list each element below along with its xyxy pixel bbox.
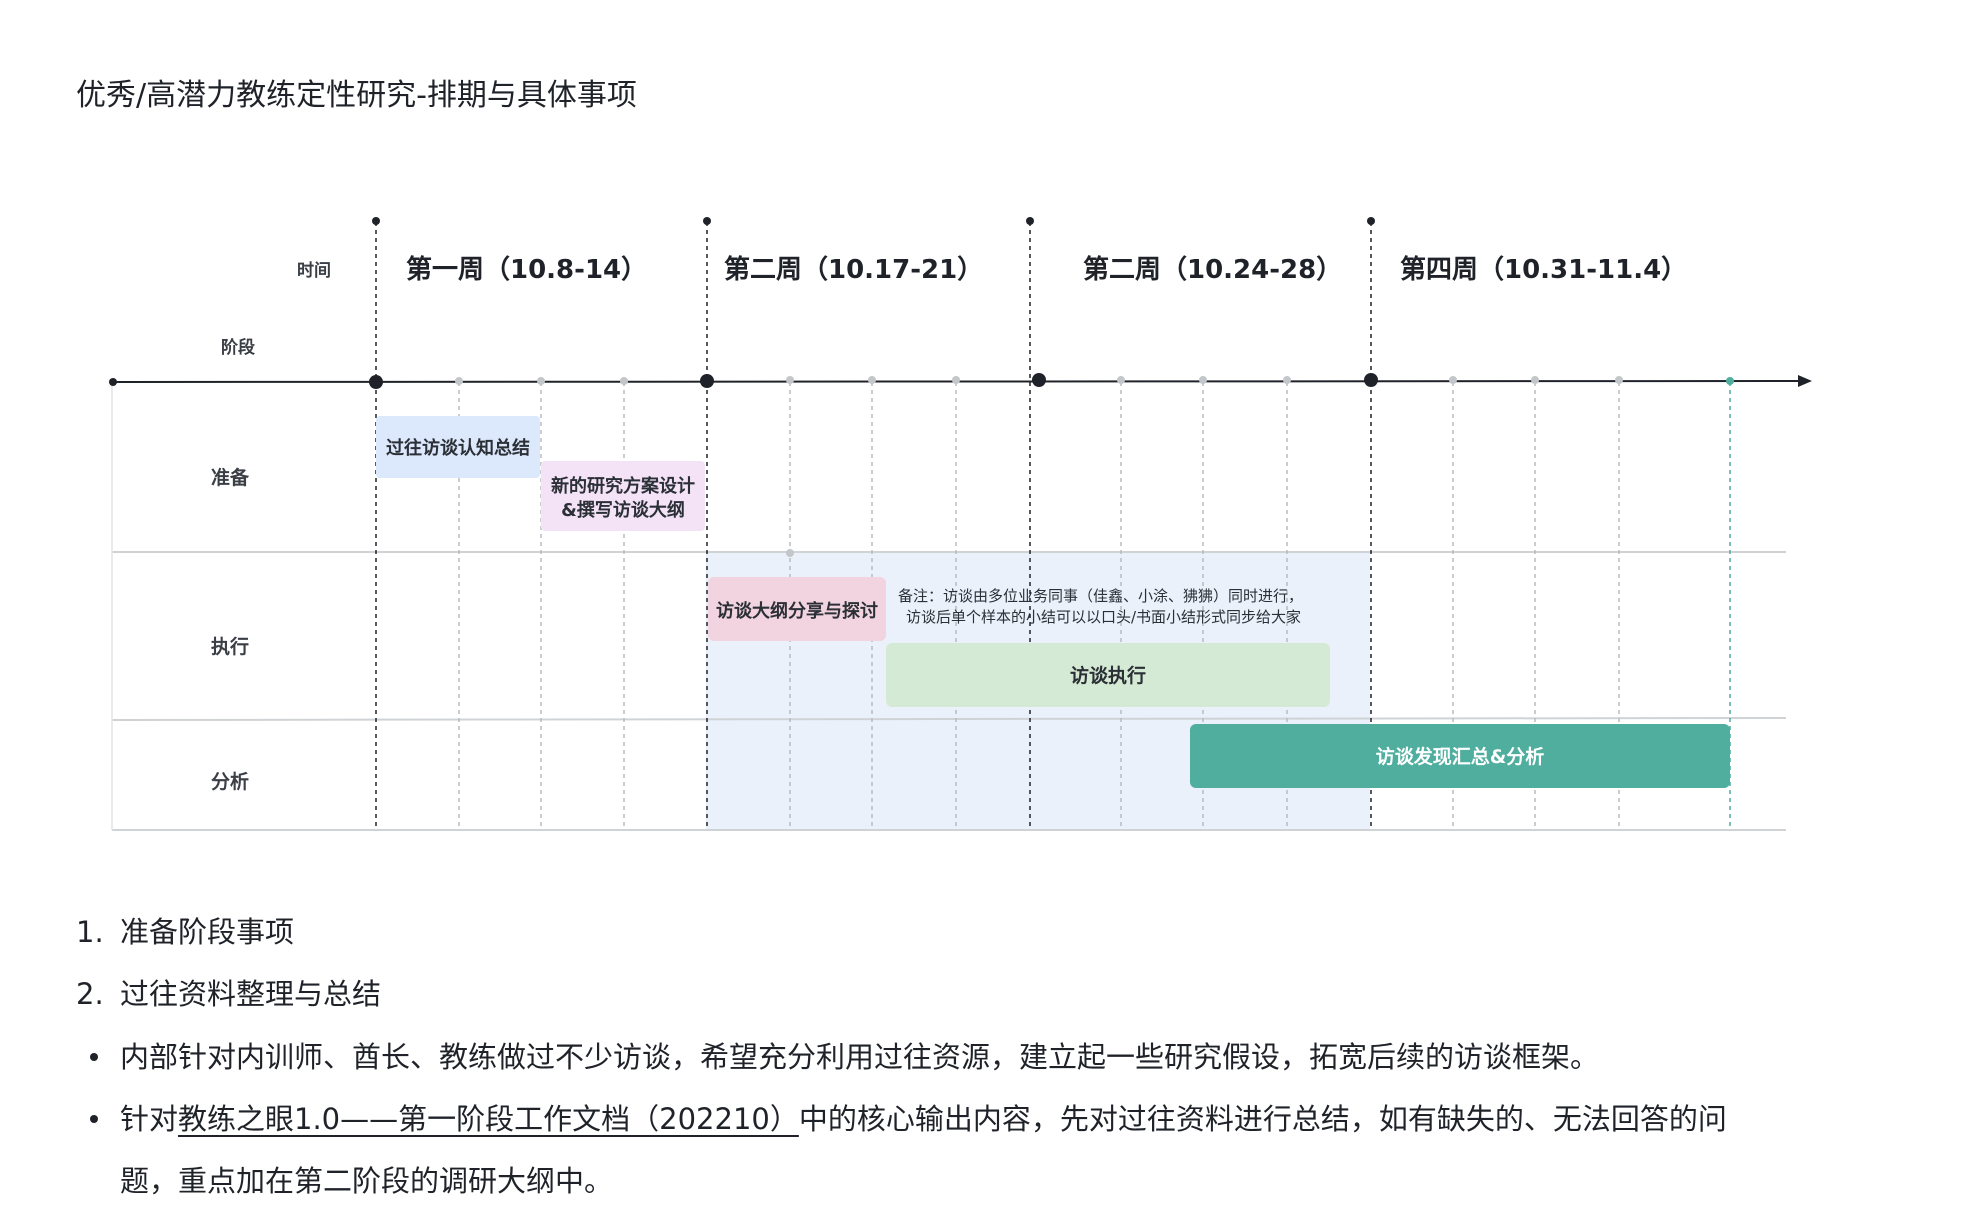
stage-label-prepare: 准备: [211, 466, 250, 489]
week-label-3: 第二周（10.24-28）: [1083, 254, 1342, 285]
bullet-dot: [90, 1053, 98, 1061]
note-line-2: 访谈后单个样本的小结可以以口头/书面小结形式同步给大家: [906, 608, 1301, 626]
axis-day-dots: [455, 376, 1623, 557]
week-divider-tops: [372, 217, 1375, 225]
task-label-interview-exec: 访谈执行: [1070, 664, 1146, 687]
task-label-outline-share: 访谈大纲分享与探讨: [716, 600, 878, 622]
task-label-new-plan-1: 新的研究方案设计: [551, 475, 695, 497]
document-title: 优秀/高潜力教练定性研究-排期与具体事项: [76, 78, 637, 113]
task-bar-interview-exec: [886, 643, 1330, 707]
task-bar-outline-share: [708, 577, 886, 641]
week-label-1: 第一周（10.8-14）: [406, 254, 647, 285]
numbered-item-2: 2.过往资料整理与总结: [76, 977, 382, 1011]
task-label-review-summary: 过往访谈认知总结: [386, 437, 530, 459]
row-separator: [111, 717, 1787, 721]
task-label-analysis: 访谈发现汇总&分析: [1376, 745, 1545, 768]
row-header-stage: 阶段: [221, 337, 255, 358]
row-header-time: 时间: [297, 260, 331, 281]
doc-link[interactable]: 教练之眼1.0——第一阶段工作文档（202210）: [178, 1102, 799, 1136]
axis-week-dots: [369, 373, 1378, 389]
week-label-4: 第四周（10.31-11.4）: [1400, 254, 1687, 285]
task-label-new-plan-2: &撰写访谈大纲: [561, 499, 685, 521]
note-line-1: 备注：访谈由多位业务同事（佳鑫、小涂、狒狒）同时进行，: [898, 587, 1303, 605]
task-bar-new-plan: [541, 461, 705, 531]
stage-label-execute: 执行: [211, 635, 249, 658]
bullet-dot: [90, 1115, 98, 1123]
axis-end-dot: [1726, 377, 1734, 385]
numbered-item-1: 1.准备阶段事项: [76, 915, 295, 949]
task-bar-analysis: [1190, 724, 1730, 788]
timeline-gantt: 时间 阶段 第一周（10.8-14） 第二周（10.17-21） 第二周（10.…: [109, 217, 1812, 831]
stage-label-analyze: 分析: [211, 770, 249, 793]
week-label-2: 第二周（10.17-21）: [724, 254, 983, 285]
task-bar-review-summary: [376, 416, 540, 478]
axis-arrow: [1798, 375, 1812, 387]
